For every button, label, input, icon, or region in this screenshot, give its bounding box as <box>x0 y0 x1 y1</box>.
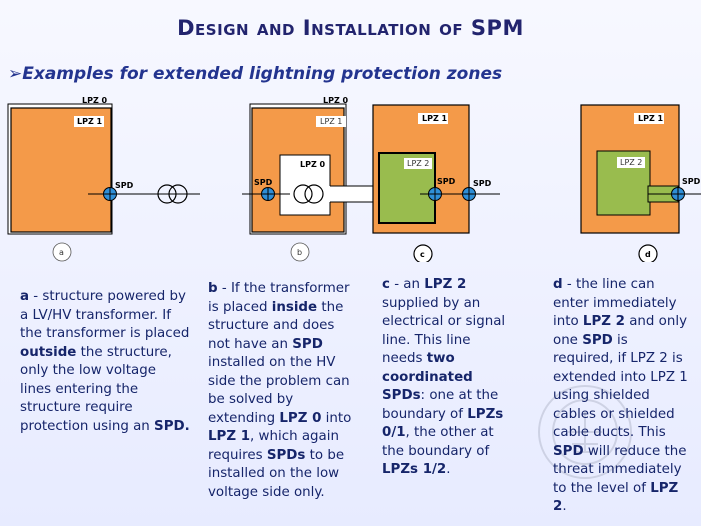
paragraph-a-segment: - structure powered by a LV/HV transform… <box>20 289 190 341</box>
paragraph-d-segment: - the line can enter immediately into <box>553 277 677 329</box>
transformer-icon-b <box>293 184 313 204</box>
paragraph-d-segment: and only one <box>553 314 687 348</box>
section-subtitle: ➢Examples for extended lightning protect… <box>8 64 502 84</box>
transformer-icon-a <box>157 184 177 204</box>
lpz1-label-c: LPZ 1 <box>422 114 448 123</box>
paragraph-d-segment: LPZ 2 <box>553 480 679 515</box>
tag-d-label: d <box>645 250 651 259</box>
paragraph-c-segment: - an <box>389 277 425 292</box>
paragraph-c-segment: : one at the boundary of <box>382 388 499 422</box>
panel-a: LPZ 0 LPZ 1 SPD a <box>7 96 200 262</box>
paragraph-b-segment: to be installed on the low voltage side … <box>208 447 345 500</box>
lpz1-label-d: LPZ 1 <box>638 114 664 123</box>
paragraph-b-segment: LPZ 1 <box>208 429 251 444</box>
paragraph-a: a - structure powered by a LV/HV transfo… <box>20 288 190 436</box>
paragraph-b-segment: b <box>208 281 218 296</box>
panel-d: LPZ 1 LPZ 2 SPD d <box>580 104 701 262</box>
paragraph-a-segment: a <box>20 289 30 304</box>
paragraph-d-segment: is required, if LPZ 2 is extended into L… <box>553 332 688 441</box>
lpz0-extension-b <box>328 186 372 202</box>
tag-d-circle <box>638 244 658 262</box>
paragraph-b-segment: , which again requires <box>208 429 339 463</box>
paragraph-b-segment: inside <box>271 299 318 315</box>
paragraph-c-segment: , the other at the boundary of <box>382 425 494 459</box>
paragraph-b-segment: LPZ 0 <box>279 410 322 426</box>
paragraph-c-segment: LPZ 2 <box>424 277 467 292</box>
paragraph-d-segment: LPZ 2 <box>582 314 625 329</box>
paragraph-b-segment: - If the transformer is placed <box>208 281 350 315</box>
paragraph-c-segment: supplied by an electrical or signal line… <box>382 295 506 367</box>
tag-b-label: b <box>297 248 302 257</box>
spd-label-c-outer: SPD <box>473 179 492 188</box>
paragraph-d-segment: will reduce the threat immediately to th… <box>553 443 687 496</box>
tag-c-circle <box>413 244 433 262</box>
watermark-stamp <box>538 385 632 479</box>
paragraph-c: c - an LPZ 2 supplied by an electrical o… <box>382 276 512 480</box>
paragraph-a-segment: outside <box>20 344 77 360</box>
spd-label-b: SPD <box>254 178 273 187</box>
page-title: Design and Installation of SPM <box>177 16 524 40</box>
lpz2-label-d: LPZ 2 <box>620 158 642 167</box>
paragraph-c-segment: LPZs 0/1 <box>382 406 504 441</box>
spd-label-c-inner: SPD <box>437 177 456 186</box>
paragraph-b-segment: SPDs <box>266 447 306 463</box>
lpz1-label-a: LPZ 1 <box>77 117 103 126</box>
paragraph-c-segment: two coordinated SPDs <box>382 351 473 403</box>
subtitle-text: Examples for extended lightning protecti… <box>22 64 503 84</box>
lpz0-label-b: LPZ 0 <box>323 96 349 105</box>
paragraph-a-segment: the structure, only the low voltage line… <box>20 344 172 434</box>
lpz1-zone-a <box>10 107 112 233</box>
paragraph-a-segment: SPD. <box>154 418 190 434</box>
paragraph-d: d - the line can enter immediately into … <box>553 276 688 517</box>
paragraph-c-segment: c <box>382 277 390 292</box>
paragraph-d-segment: SPD <box>553 443 584 459</box>
paragraph-b-segment: SPD <box>292 336 323 352</box>
paragraph-b-segment: installed on the HV side the problem can… <box>208 355 350 426</box>
spd-label-d: SPD <box>682 177 701 186</box>
lpz1-label-b: LPZ 1 <box>320 117 342 126</box>
paragraph-c-segment: . <box>446 462 451 477</box>
tag-b-circle <box>290 242 310 262</box>
tag-a-circle <box>52 242 72 262</box>
paragraph-b: b - If the transformer is placed inside … <box>208 280 358 502</box>
tag-a-label: a <box>59 248 64 257</box>
paragraph-b-segment: into <box>321 410 352 426</box>
spd-label-a: SPD <box>115 181 134 190</box>
paragraph-d-segment: SPD <box>582 332 613 348</box>
lpz0-label-a: LPZ 0 <box>82 96 108 105</box>
paragraph-d-segment: d <box>553 277 563 292</box>
paragraph-c-segment: LPZs 1/2 <box>382 462 447 477</box>
panel-c: LPZ 1 LPZ 2 SPD SPD c <box>372 104 500 262</box>
transformer-zone-label-b: LPZ 0 <box>300 160 326 169</box>
panel-b: LPZ 0 LPZ 1 LPZ 0 SPD b <box>242 96 373 262</box>
tag-c-label: c <box>420 250 425 259</box>
lpz-diagram: LPZ 0 LPZ 1 SPD a LPZ 0 LPZ 1 LPZ 0 SPD <box>7 96 701 262</box>
paragraph-b-segment: the structure and does not have an <box>208 299 344 352</box>
paragraph-d-segment: . <box>562 499 567 514</box>
bullet-arrow-icon: ➢ <box>8 64 23 84</box>
lpz2-label-c: LPZ 2 <box>407 159 429 168</box>
